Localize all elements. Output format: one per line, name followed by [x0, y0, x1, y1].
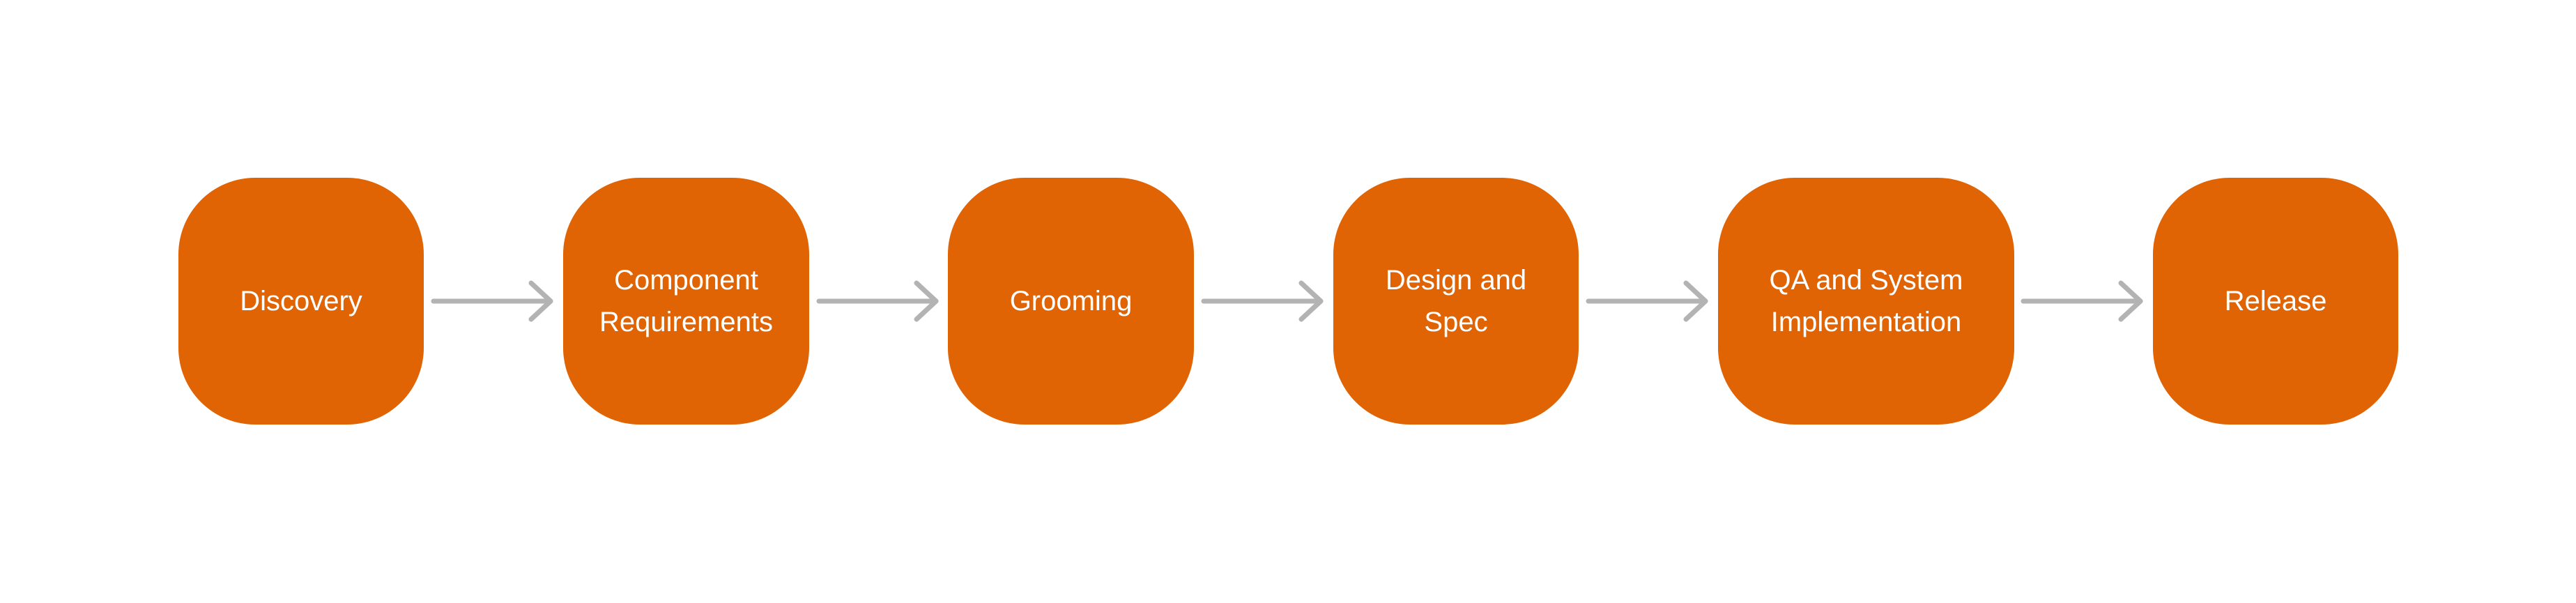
stage-label: Component Requirements	[599, 265, 773, 337]
stage-release: Release	[2153, 178, 2398, 425]
stage-label: Grooming	[1009, 286, 1133, 316]
stage-design-and-spec: Design and Spec	[1333, 178, 1579, 425]
arrow-right-icon	[816, 280, 940, 322]
arrow-right-icon	[431, 280, 555, 322]
stage-discovery: Discovery	[178, 178, 424, 425]
stage-label: Discovery	[240, 286, 362, 316]
stage-label: QA and System Implementation	[1769, 265, 1963, 337]
arrow-right-icon	[2021, 280, 2145, 322]
stage-grooming: Grooming	[948, 178, 1194, 425]
stage-label: Design and Spec	[1385, 265, 1527, 337]
stage-qa-and-system-implementation: QA and System Implementation	[1718, 178, 2014, 425]
arrow-right-icon	[1201, 280, 1325, 322]
stage-label: Release	[2224, 286, 2327, 316]
arrow-right-icon	[1586, 280, 1710, 322]
stage-component-requirements: Component Requirements	[563, 178, 809, 425]
